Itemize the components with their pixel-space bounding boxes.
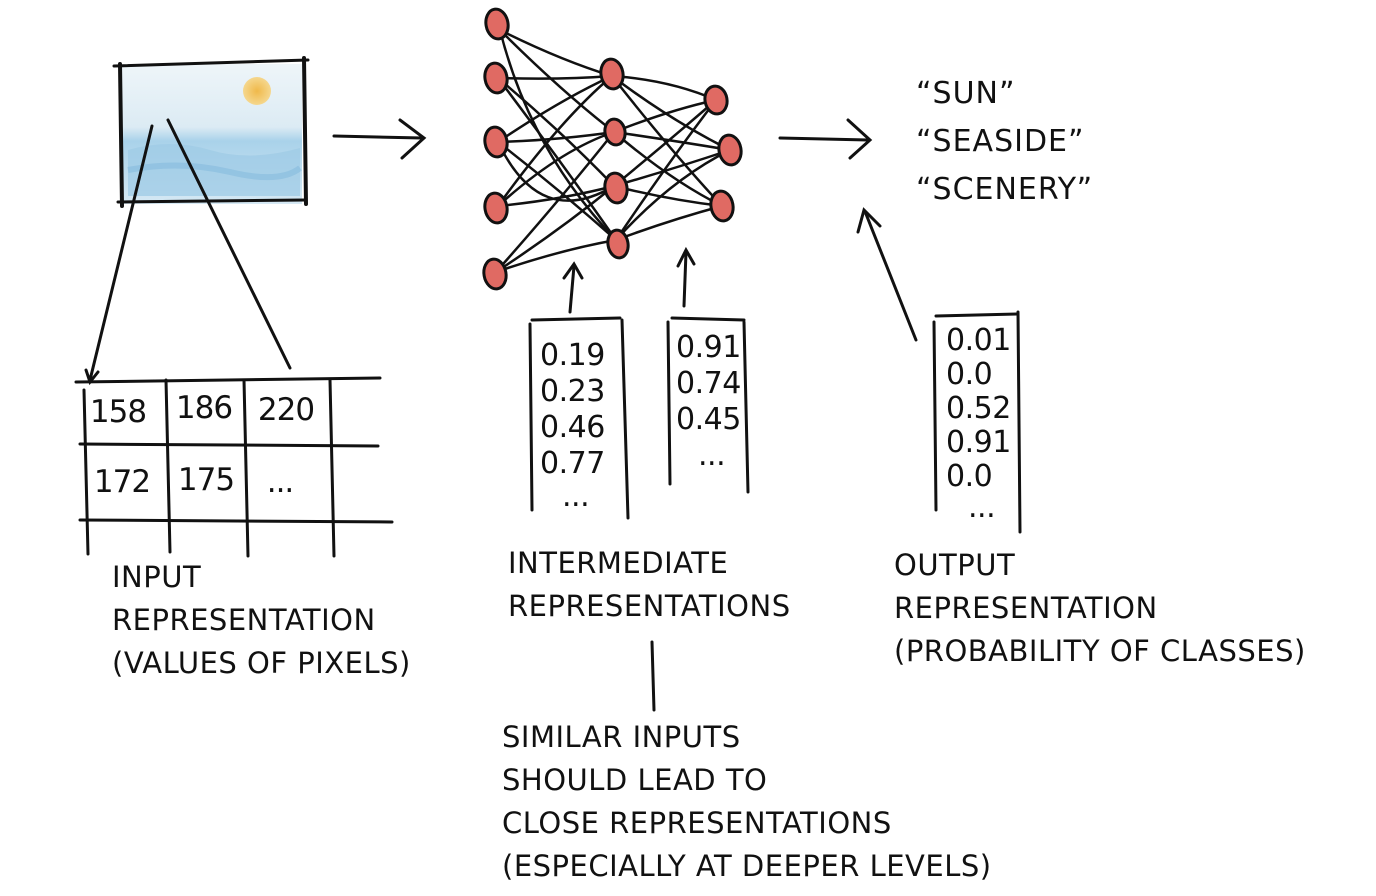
note-caption: SIMILAR INPUTS SHOULD LEAD TO CLOSE REPR… bbox=[502, 720, 992, 883]
neuron bbox=[599, 57, 625, 91]
neuron bbox=[709, 189, 735, 223]
class-label: “SUN” bbox=[916, 76, 1016, 111]
vector-value: 0.19 bbox=[540, 338, 605, 373]
vector-value: 0.0 bbox=[946, 459, 993, 494]
vector-value: ... bbox=[968, 490, 996, 525]
vector-value: 0.77 bbox=[540, 446, 605, 481]
network-connections bbox=[494, 28, 732, 274]
neuron bbox=[483, 61, 509, 95]
intermediate-arrows bbox=[562, 246, 696, 314]
neuron bbox=[483, 191, 509, 225]
neuron bbox=[484, 7, 510, 41]
neuron bbox=[603, 171, 629, 205]
pixel-link-line bbox=[88, 124, 154, 382]
class-labels: “SUN” “SEASIDE” “SCENERY” bbox=[916, 70, 1093, 214]
intermediate-vector-1: 0.19 0.23 0.46 0.77 ... bbox=[540, 338, 605, 512]
pixel-value: 186 bbox=[175, 390, 233, 426]
vector-value: 0.91 bbox=[946, 425, 1011, 460]
neuron bbox=[717, 133, 743, 167]
arrow-to-classes bbox=[778, 118, 873, 160]
vector-value: ... bbox=[698, 438, 726, 473]
vector-value: 0.46 bbox=[540, 410, 605, 445]
neuron bbox=[483, 125, 509, 159]
arrow-output-to-classes bbox=[856, 207, 918, 342]
neuron bbox=[603, 117, 627, 147]
vector-value: ... bbox=[562, 479, 590, 514]
neuron bbox=[606, 228, 630, 260]
arrow-to-network bbox=[332, 118, 427, 160]
output-caption: OUTPUT REPRESENTATION (PROBABILITY OF CL… bbox=[894, 548, 1306, 668]
neuron bbox=[703, 84, 729, 116]
vector-value: 0.01 bbox=[946, 323, 1011, 358]
class-label: “SEASIDE” bbox=[916, 124, 1085, 159]
intermediate-vector-2: 0.91 0.74 0.45 ... bbox=[676, 330, 741, 474]
pixel-value: 172 bbox=[93, 464, 151, 500]
vector-brackets bbox=[528, 310, 1022, 534]
note-connector-line bbox=[650, 640, 656, 712]
network-neurons bbox=[482, 7, 743, 291]
vector-value: 0.0 bbox=[946, 357, 993, 392]
output-vector: 0.01 0.0 0.52 0.91 0.0 ... bbox=[946, 323, 1011, 525]
vector-value: 0.23 bbox=[540, 374, 605, 409]
class-label: “SCENERY” bbox=[916, 172, 1094, 207]
pixel-grid-lines bbox=[74, 376, 394, 558]
vector-value: 0.52 bbox=[946, 391, 1011, 426]
input-caption: INPUT REPRESENTATION (VALUES OF PIXELS) bbox=[112, 560, 411, 680]
pixel-value: ... bbox=[266, 464, 295, 500]
intermediate-caption: INTERMEDIATE REPRESENTATIONS bbox=[508, 546, 791, 623]
neural-network-icon bbox=[482, 7, 743, 291]
pixel-value: 175 bbox=[177, 462, 235, 498]
vector-value: 0.91 bbox=[676, 330, 741, 365]
vector-value: 0.74 bbox=[676, 366, 741, 401]
sun-icon bbox=[243, 77, 271, 105]
vector-value: 0.45 bbox=[676, 402, 741, 437]
neuron bbox=[482, 257, 508, 291]
pixel-value: 158 bbox=[89, 394, 147, 430]
pixel-value: 220 bbox=[257, 392, 315, 428]
seaside-picture-icon bbox=[112, 56, 310, 208]
